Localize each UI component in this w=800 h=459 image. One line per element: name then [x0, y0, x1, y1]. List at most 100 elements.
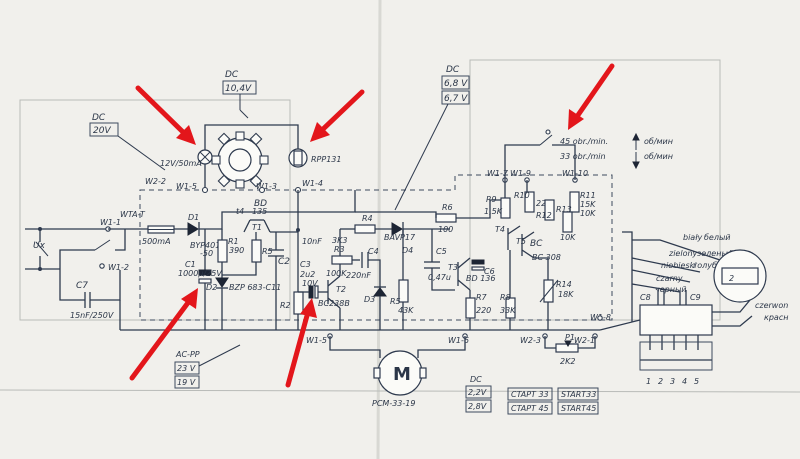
svg-text:R13: R13 [556, 205, 572, 214]
svg-text:об/мин: об/мин [644, 137, 673, 146]
svg-text:BD 136: BD 136 [466, 274, 495, 283]
svg-text:R5: R5 [390, 297, 401, 306]
svg-text:czarny: czarny [656, 274, 683, 283]
svg-text:BC: BC [530, 239, 543, 249]
svg-text:C4: C4 [368, 247, 379, 256]
dc-motor-voltage-label: DC 2,2V 2,8V [465, 375, 492, 413]
svg-text:W2-2: W2-2 [145, 177, 166, 186]
svg-text:W1-1: W1-1 [100, 218, 121, 227]
svg-text:135: 135 [252, 207, 267, 216]
svg-text:DC: DC [470, 375, 482, 384]
svg-text:белый: белый [704, 233, 730, 242]
svg-text:T1: T1 [252, 223, 262, 232]
resistor-r1 [217, 239, 228, 263]
svg-text:10K: 10K [560, 233, 576, 242]
dc-label-104v: DC 10,4V [222, 70, 257, 119]
svg-text:C7: C7 [76, 281, 88, 291]
svg-text:15nF/250V: 15nF/250V [70, 311, 114, 320]
svg-text:W1-7: W1-7 [487, 169, 509, 178]
svg-text:зеленый: зеленый [697, 249, 733, 258]
svg-text:2u2: 2u2 [300, 270, 315, 279]
diode-d4-bav [391, 222, 403, 236]
svg-text:CTAPT 45: CTAPT 45 [511, 404, 549, 413]
svg-text:AC-PP: AC-PP [175, 350, 200, 359]
resistor-r5 [251, 239, 262, 263]
svg-text:C8: C8 [640, 293, 651, 302]
svg-text:390: 390 [229, 246, 244, 255]
svg-text:C1: C1 [185, 260, 196, 269]
svg-text:10nF: 10nF [302, 237, 322, 246]
svg-text:10K: 10K [580, 209, 596, 218]
svg-text:BAVP17: BAVP17 [384, 233, 416, 242]
pickup-cartridge: 2 [713, 249, 767, 303]
annotation-arrows [129, 63, 615, 388]
svg-text:23 V: 23 V [177, 364, 196, 373]
svg-text:R2: R2 [280, 301, 291, 310]
resistor-r10 [524, 191, 535, 213]
transistor-t2: T2 BC238B [318, 275, 350, 309]
svg-text:BZP 683-C11: BZP 683-C11 [229, 283, 281, 292]
svg-text:45 obr./min.: 45 obr./min. [560, 137, 608, 146]
svg-text:2,2V: 2,2V [468, 388, 487, 397]
svg-text:33K: 33K [500, 306, 516, 315]
svg-text:C6: C6 [484, 267, 495, 276]
resistor-r7 [465, 297, 476, 319]
svg-text:18K: 18K [558, 290, 574, 299]
resistor-r4 [354, 224, 376, 234]
svg-text:22K: 22K [536, 199, 552, 208]
svg-text:43K: 43K [398, 306, 414, 315]
svg-text:R5: R5 [262, 247, 273, 256]
start-labels: CTAPT 33 CTAPT 45 START33 START45 [507, 387, 599, 415]
svg-text:6,7 V: 6,7 V [444, 94, 468, 104]
svg-text:C3: C3 [300, 260, 311, 269]
svg-text:W1-4: W1-4 [302, 179, 323, 188]
svg-text:2: 2 [658, 377, 663, 386]
svg-text:W1-5: W1-5 [306, 336, 327, 345]
svg-text:R8: R8 [500, 293, 511, 302]
svg-text:об/мин: об/мин [644, 152, 673, 161]
capacitor-c6 [471, 259, 485, 265]
resistor-r12 [544, 199, 555, 221]
svg-text:R9: R9 [486, 195, 497, 204]
svg-text:C2: C2 [278, 257, 290, 267]
board-outline [139, 174, 613, 321]
resistor-r9 [500, 197, 511, 219]
svg-text:W2-3: W2-3 [520, 336, 541, 345]
svg-text:START45: START45 [561, 404, 596, 413]
svg-text:1000μ/25V: 1000μ/25V [178, 269, 222, 278]
svg-text:R1: R1 [228, 237, 239, 246]
svg-text:C5: C5 [436, 247, 447, 256]
transistor-t4: T4 [495, 225, 521, 250]
svg-text:W1-9: W1-9 [510, 169, 531, 178]
svg-text:START33: START33 [561, 390, 596, 399]
svg-text:DC: DC [446, 65, 460, 75]
svg-text:R11: R11 [580, 191, 596, 200]
dc-label-68v: DC 6,8 V 6,7 V [394, 65, 470, 211]
svg-text:33 obr./min: 33 obr./min [560, 152, 606, 161]
svg-text:D4: D4 [402, 246, 413, 255]
svg-text:C9: C9 [690, 293, 701, 302]
resistor-r13 [562, 211, 573, 233]
svg-text:10,4V: 10,4V [225, 84, 252, 94]
zener-d2 [215, 277, 229, 288]
svg-text:2: 2 [729, 274, 734, 283]
svg-text:3: 3 [670, 377, 675, 386]
svg-text:-50: -50 [200, 249, 213, 258]
capacitor-c1 [198, 269, 212, 276]
svg-text:PCM-33-19: PCM-33-19 [372, 399, 415, 408]
svg-text:R4: R4 [362, 214, 373, 223]
svg-text:zielony: zielony [668, 249, 698, 258]
svg-text:P1: P1 [565, 333, 575, 342]
tacho-gear-icon [211, 131, 269, 189]
svg-text:12V/50mA: 12V/50mA [160, 159, 202, 168]
resistor-r3 [331, 255, 353, 265]
svg-text:D2: D2 [206, 283, 217, 292]
svg-text:0,47u: 0,47u [428, 273, 451, 282]
transistor-t3: T3 [448, 257, 471, 291]
svg-text:220nF: 220nF [346, 271, 371, 280]
svg-text:W1-2: W1-2 [108, 263, 129, 272]
dc-label-20v: DC 20V [89, 113, 166, 171]
cable-colors: biały белый zielony зеленый niebieski го… [655, 233, 788, 322]
